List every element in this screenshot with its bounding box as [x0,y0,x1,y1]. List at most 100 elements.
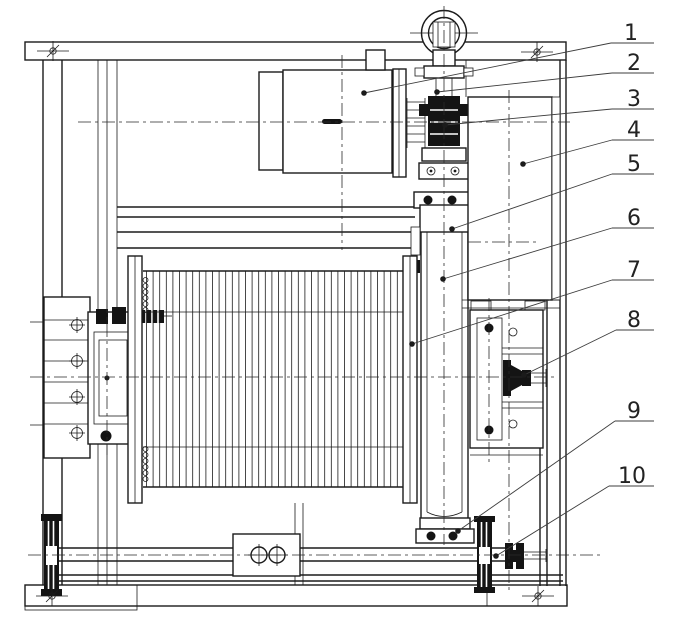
leader-target-dot [409,341,415,347]
foot-bolt-right [448,531,458,541]
centerlines [28,6,602,592]
bolt-dot [453,169,457,173]
rope-clamp-a [96,309,108,324]
trunnion-left [410,226,421,256]
bearing-bore [98,339,128,417]
box-side-panel [551,96,561,301]
callout-number: 7 [627,258,641,283]
leader-line [457,420,616,532]
callout-3: 3 [442,87,654,128]
electrical-box [467,96,561,311]
callout-9: 9 [455,399,654,534]
callout-5: 5 [449,152,654,232]
center-marks [36,41,554,606]
rope-section-circle [142,458,149,464]
plate-bolt-left [426,166,436,176]
top-rail [24,41,567,61]
motor-key-slot [322,119,342,124]
callout-number: 5 [627,152,641,177]
cylinder-bottom-arc [426,511,463,517]
leader-line [451,173,613,230]
leader-target-dot [442,122,448,128]
cylinder-inner-walls [426,232,463,512]
pedestal-top-plate [462,299,560,309]
plate-bolt-right [450,166,460,176]
rope-section-circle [142,470,149,476]
callout-number: 4 [627,118,641,143]
leader-line [411,279,613,345]
coupling-tab-right [460,104,469,116]
motor [258,49,426,178]
motor-end-cap [258,71,284,171]
knob-stub [524,549,547,562]
callout-10: 10 [493,464,654,559]
cylinder-outer-walls [420,232,469,520]
rope-drum [127,255,418,504]
plate-shim-lines [44,319,90,425]
leader-target-dot [455,528,461,534]
cylinder-foot-plate [415,528,475,544]
center-mark [36,586,68,606]
callout-number: 6 [627,206,641,231]
center-mark [522,586,554,606]
leader-target-dot [440,276,446,282]
motor-flange [392,68,407,178]
leader-line [363,42,612,94]
block-bottom-bolt [100,430,112,442]
leader-line [523,329,617,376]
rope-section-circle [142,277,149,283]
callout-number: 9 [627,399,641,424]
rope-section-circle [142,283,149,289]
leader-target-dot [434,89,440,95]
coupling-tab-left [419,104,428,116]
left-bearing-pedestal [30,296,172,459]
leader-line [442,227,613,280]
right-sheave [474,516,495,593]
pedestal-base-lines [470,447,543,456]
center-mark [521,42,553,62]
foot-bolt-left [426,531,436,541]
upper-cross-member [117,206,415,218]
rope-section-circle [142,452,149,458]
leader-target-dot [520,161,526,167]
rope-section-circle [142,295,149,301]
bolt-dot [429,169,433,173]
rope-section-circle [142,446,149,452]
callout-6: 6 [440,206,654,282]
callout-number: 10 [618,464,646,489]
shaft-end-disc [503,360,511,396]
plate-bolts [69,317,85,441]
grease-fitting-cone [511,365,522,391]
rope-section-circle [142,289,149,295]
leader-line [436,72,613,93]
rope-section-circle [142,476,149,482]
pedestal-plate [43,296,91,459]
center-mark [37,41,69,61]
side-nut-left [414,67,425,77]
lower-cross-member [117,231,418,249]
leader-line [495,485,610,557]
leader-target-dot [361,90,367,96]
rope-cross-sections [142,277,149,482]
cylinder-collar [419,204,471,233]
callout-8: 8 [521,308,654,378]
pedestal-backplate [476,317,503,441]
bracket-bolt-right [447,195,457,205]
callout-7: 7 [409,258,654,347]
grease-fitting-body [522,370,531,386]
bearing-block-inner [93,331,133,425]
motor-junction-box [365,49,386,71]
leader-line [444,108,613,126]
callout-4: 4 [520,118,654,167]
rope-clamp-b [112,307,126,324]
callout-number: 3 [627,87,641,112]
box-foot-left [470,300,492,311]
callout-1: 1 [361,21,654,96]
grease-fitting-stub [531,369,547,387]
callout-number: 1 [624,21,638,46]
brake-hub-fins [406,98,426,148]
rope-section-circle [142,301,149,307]
